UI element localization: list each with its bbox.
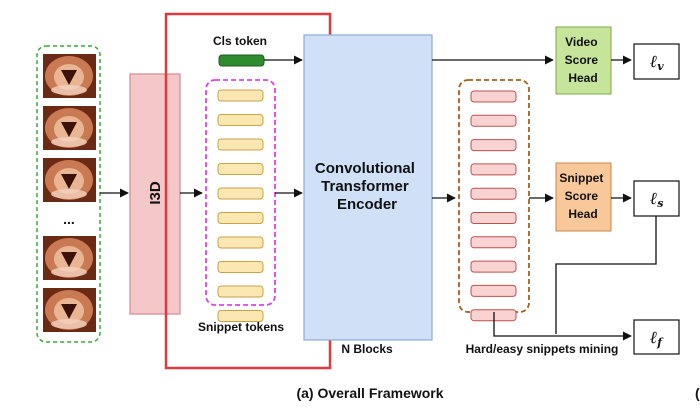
hard-easy-mining-label: Hard/easy snippets mining	[466, 342, 619, 356]
snippet-token	[217, 89, 264, 102]
output-token	[470, 163, 517, 176]
snippet-token	[217, 236, 264, 249]
svg-text:Snippet Score Head: Snippet Score Head	[559, 171, 606, 221]
output-token	[470, 90, 517, 103]
output-token-stack	[470, 90, 517, 322]
video-frames-group	[36, 45, 101, 343]
output-token	[470, 187, 517, 200]
loss-f-subscript: f	[656, 336, 664, 349]
svg-text:ℓf: ℓf	[650, 328, 664, 349]
snippet-head-line1: Snippet	[559, 171, 603, 185]
encoder-label-line2: Transformer	[321, 178, 409, 195]
output-token	[470, 260, 517, 273]
loss-v-box	[633, 43, 680, 80]
encoder-label-line1: Convolutional	[315, 160, 415, 177]
snippet-token	[217, 163, 264, 175]
connector-loss-s-to-loss-f	[555, 216, 657, 334]
loss-f-box	[633, 319, 680, 355]
frames-ellipsis: ...	[63, 211, 75, 227]
encoder-label-line3: Encoder	[337, 196, 397, 213]
loss-v-subscript: v	[657, 60, 664, 73]
snippet-token	[217, 114, 264, 126]
video-head-line3: Head	[568, 71, 597, 85]
svg-text:ℓv: ℓv	[650, 52, 664, 73]
cls-token	[218, 54, 265, 67]
video-frame	[43, 236, 96, 280]
n-blocks-label: N Blocks	[341, 342, 393, 356]
video-head-line1: Video	[565, 35, 597, 49]
output-token	[470, 284, 517, 297]
snippet-token	[217, 310, 264, 322]
next-caption-fragment: (	[695, 385, 700, 401]
snippet-token	[217, 138, 264, 151]
video-frame	[43, 288, 96, 332]
output-token	[470, 236, 517, 249]
snippet-token	[217, 285, 264, 298]
output-token	[470, 212, 517, 224]
figure-caption: (a) Overall Framework	[296, 385, 443, 401]
snippet-token	[217, 187, 264, 200]
i3d-block	[129, 73, 181, 315]
i3d-label: I3D	[147, 181, 164, 205]
snippet-head-line3: Head	[568, 207, 597, 221]
svg-text:ℓs: ℓs	[650, 189, 663, 210]
snippet-token	[217, 212, 264, 224]
loss-f-symbol: ℓ	[650, 328, 657, 348]
video-frame	[43, 54, 96, 98]
transformer-encoder	[303, 34, 433, 341]
snippet-token-stack	[217, 89, 264, 322]
output-token	[470, 139, 517, 152]
video-score-head	[555, 26, 612, 95]
cls-token-label: Cls token	[213, 34, 267, 48]
arrow-mining-to-loss-f	[493, 312, 632, 341]
video-frame	[43, 106, 96, 150]
video-frames	[43, 54, 96, 332]
snippet-head-line2: Score	[565, 189, 599, 203]
video-frame	[43, 158, 96, 202]
snippet-tokens-label: Snippet tokens	[198, 320, 284, 334]
snippet-score-head	[555, 162, 612, 232]
svg-text:Video Score Head: Video Score Head	[565, 35, 602, 85]
output-token	[470, 114, 517, 127]
loss-v-symbol: ℓ	[650, 52, 657, 72]
svg-text:Convolutional Transformer: Convolutional Transformer Encoder	[315, 160, 419, 213]
video-head-line2: Score	[565, 53, 599, 67]
loss-s-subscript: s	[657, 197, 663, 210]
snippet-token	[217, 261, 264, 273]
loss-s-symbol: ℓ	[650, 189, 657, 209]
